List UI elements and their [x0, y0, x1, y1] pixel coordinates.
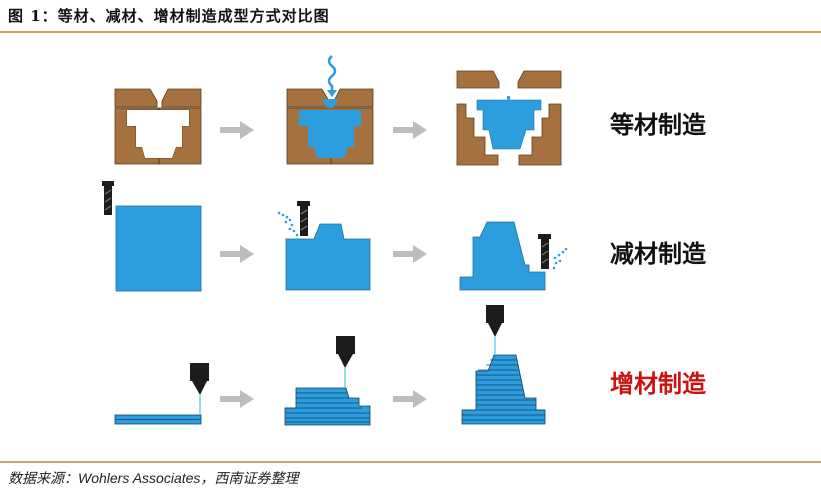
pour-mold-icon: [286, 55, 374, 165]
figure-title: 图 1：等材、减材、增材制造成型方式对比图: [8, 7, 330, 25]
block-with-cutter-icon: [102, 181, 202, 292]
row-equal-material: 等材制造: [114, 55, 706, 166]
source-org: Wohlers Associates: [78, 470, 201, 486]
source-suffix: ，西南证券整理: [200, 471, 299, 487]
footer-divider: [0, 461, 821, 463]
first-layer-icon: [114, 363, 209, 425]
empty-mold-icon: [114, 88, 202, 165]
row-label-subtractive: 减材制造: [610, 240, 706, 268]
header-divider: [0, 31, 821, 33]
row-additive: 增材制造: [114, 305, 706, 426]
manufacturing-comparison-diagram: 等材制造: [102, 55, 706, 426]
partial-milling-icon: [277, 201, 371, 291]
finished-layered-part-icon: [461, 305, 546, 425]
opened-mold-icon: [456, 70, 562, 166]
finished-milled-part-icon: [459, 221, 568, 291]
row-subtractive: 减材制造: [102, 181, 706, 292]
stacked-layers-icon: [284, 336, 371, 426]
source-prefix: 数据来源：: [8, 471, 78, 487]
row-label-additive: 增材制造: [610, 370, 706, 398]
source-note: 数据来源：Wohlers Associates，西南证券整理: [8, 468, 298, 488]
row-label-equal: 等材制造: [610, 111, 706, 139]
